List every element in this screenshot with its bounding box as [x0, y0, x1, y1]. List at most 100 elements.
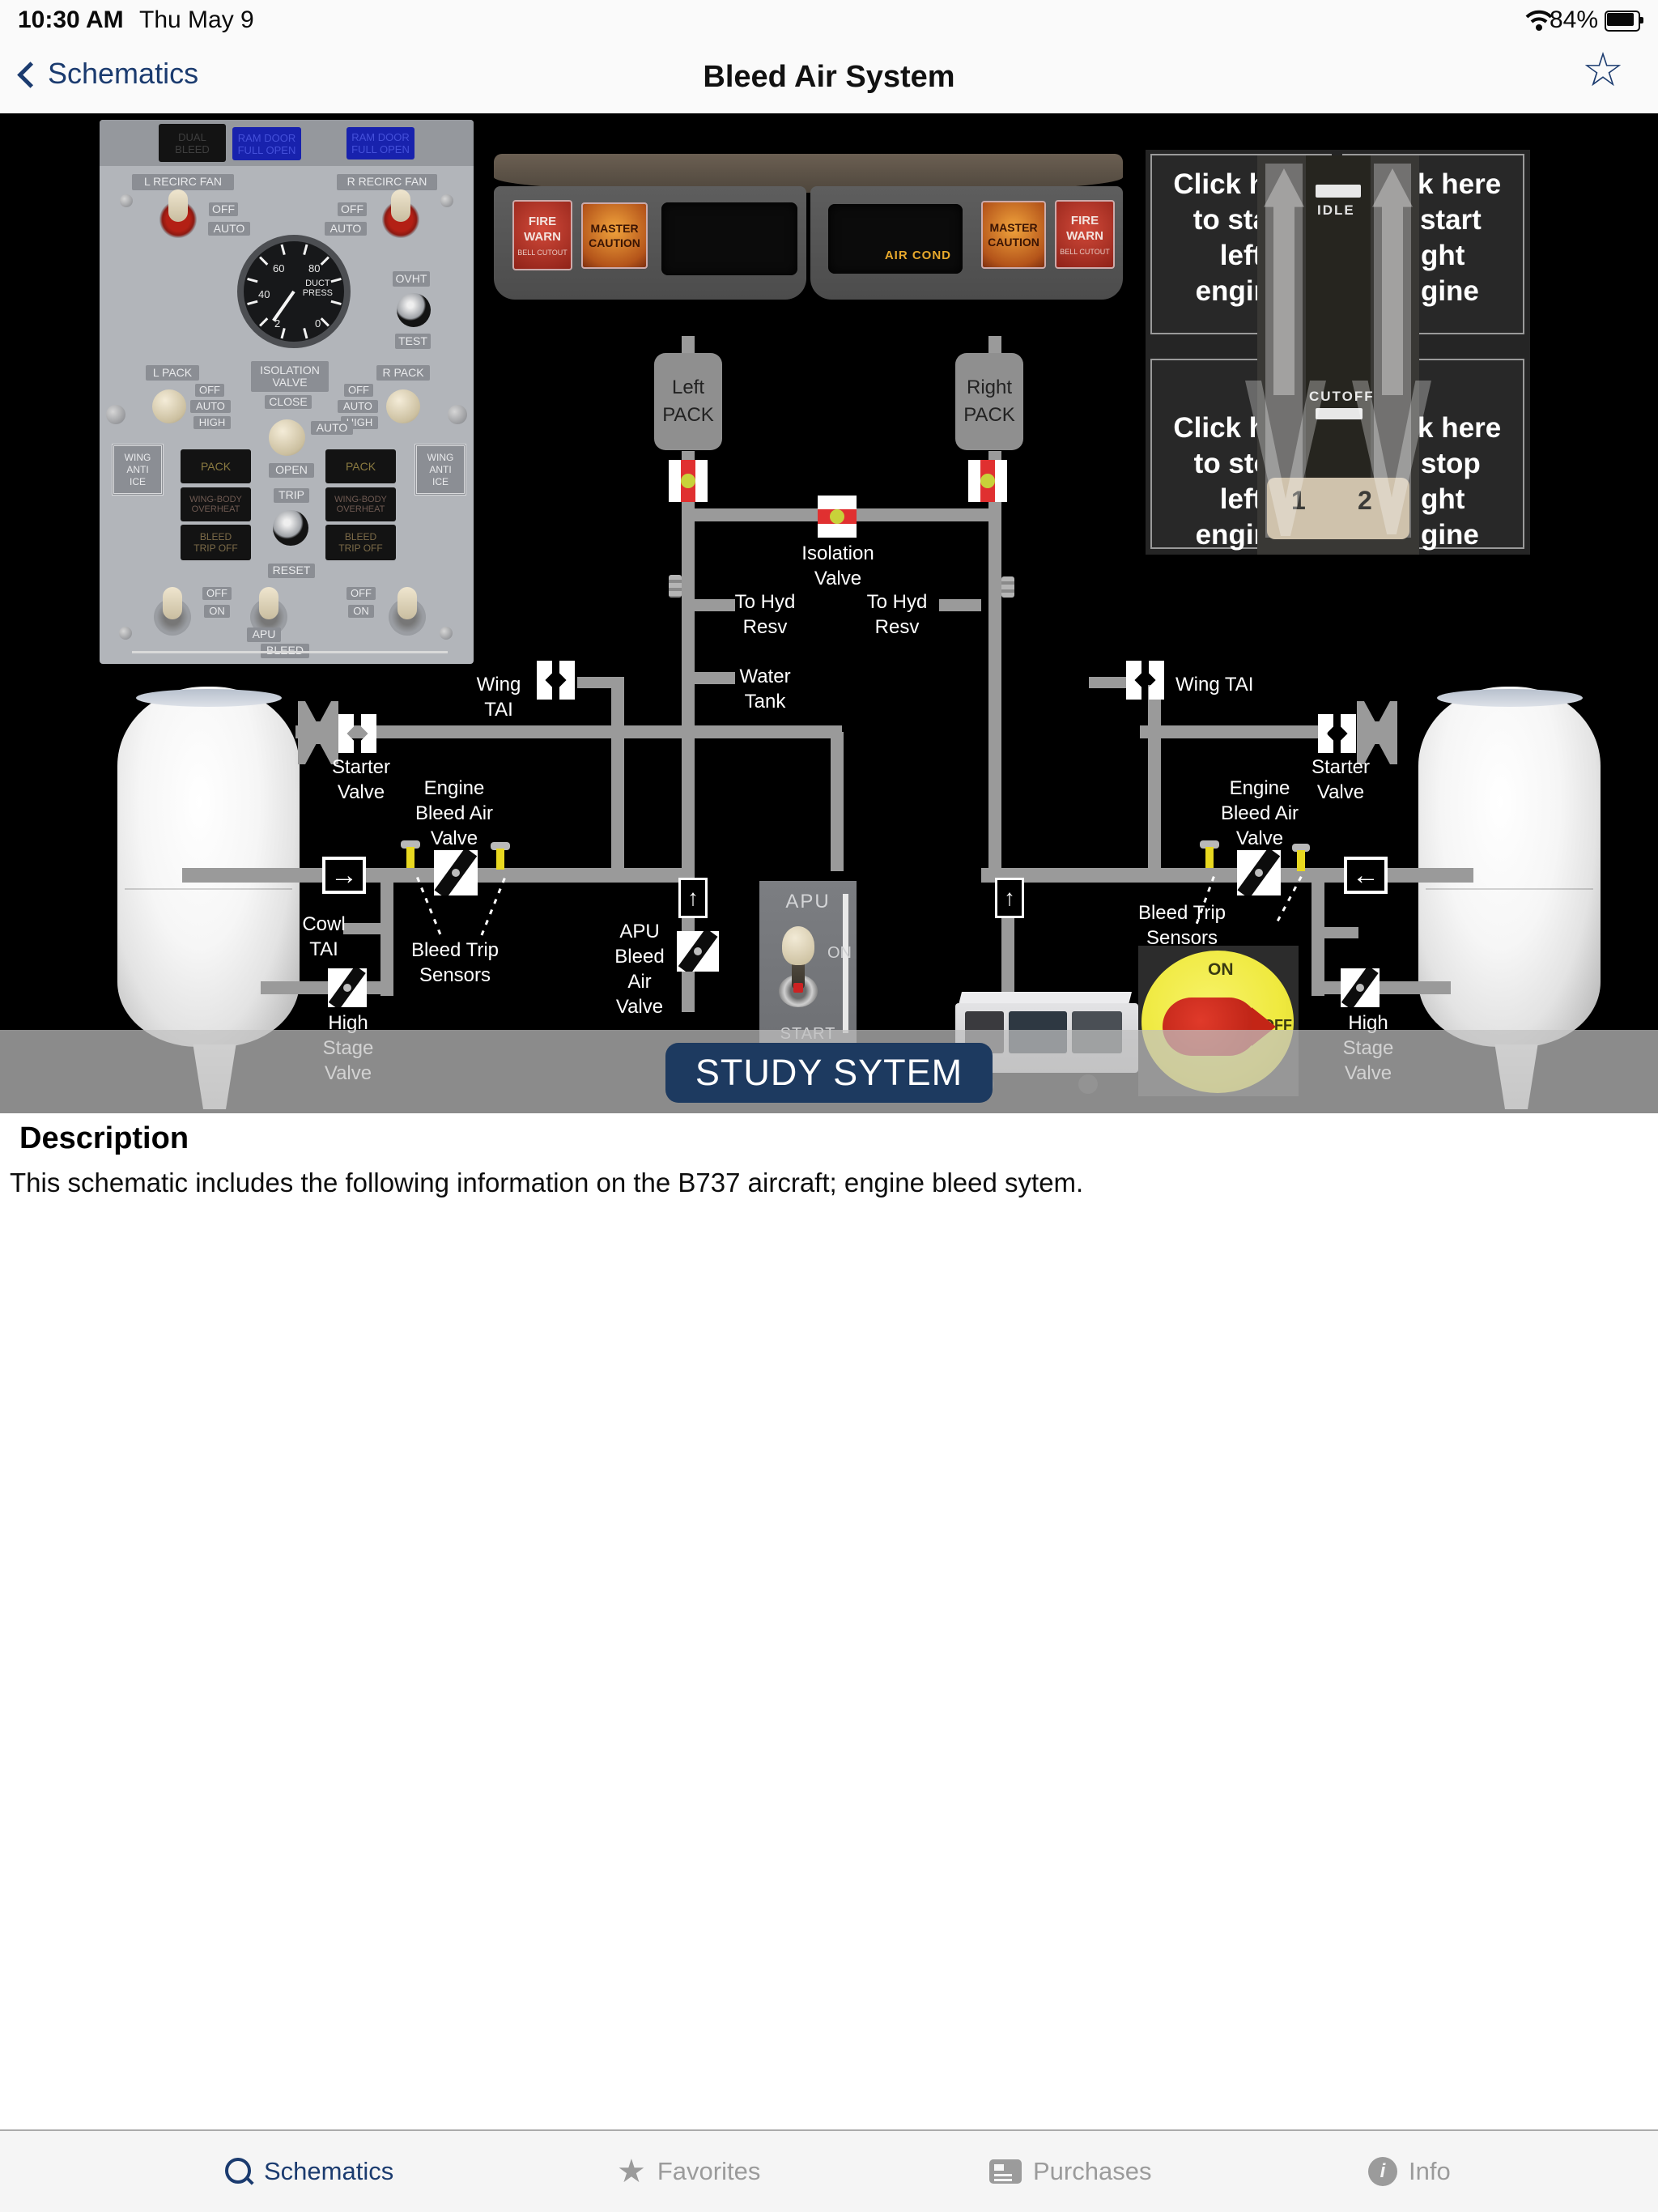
pipe-segment — [1323, 981, 1344, 994]
overhead-bleed-panel: DUAL BLEED RAM DOOR FULL OPEN RAM DOOR F… — [100, 120, 474, 664]
bleed-trip-sensor — [491, 842, 510, 873]
quadrant-center-column — [1306, 155, 1371, 504]
screw — [120, 194, 133, 207]
right-main-duct-vertical — [988, 500, 1001, 883]
l-pack-selector — [152, 389, 186, 423]
thrust-quadrant: IDLE CUTOFF 1 2 — [1245, 155, 1431, 555]
tab-label: Info — [1409, 2157, 1451, 2185]
hyd-stub-right — [939, 599, 981, 611]
pipe-fitting — [1001, 576, 1014, 598]
left-starter-riser — [831, 732, 844, 871]
off-label: OFF — [202, 587, 232, 600]
schematic-stage: DUAL BLEED RAM DOOR FULL OPEN RAM DOOR F… — [0, 113, 1658, 1113]
tab-favorites[interactable]: ★ Favorites — [617, 2131, 760, 2212]
auto-label: AUTO — [311, 421, 353, 435]
apu-on-label: ON — [827, 944, 852, 962]
thrust-lever-1-track — [1265, 164, 1303, 538]
apu-panel-line — [843, 894, 848, 1033]
favorite-star-icon[interactable]: ☆ — [1582, 44, 1624, 96]
apu-bleed-air-valve-symbol — [677, 931, 719, 972]
trip-reset-button — [273, 510, 308, 546]
off-label: OFF — [338, 202, 367, 216]
r-recirc-fan-switch — [380, 189, 423, 240]
gauge-80: 80 — [308, 262, 321, 274]
bleed-trip-sensor — [401, 840, 420, 873]
left-high-stage-valve-symbol — [328, 968, 367, 1007]
l-bleed-switch — [152, 587, 194, 637]
wifi-icon — [1525, 10, 1553, 31]
dual-bleed-annunciator: DUAL BLEED — [159, 124, 226, 162]
right-high-stage-line — [1376, 981, 1451, 994]
cowl-tai-branch — [343, 923, 384, 934]
isolation-selector — [269, 419, 305, 456]
pipe-segment — [364, 981, 387, 994]
right-wing-tai-line — [1089, 677, 1133, 688]
screw — [440, 194, 453, 207]
apu-check-valve-up: ↑ — [678, 878, 708, 918]
sensor-pointer-line — [479, 878, 506, 938]
high-label: HIGH — [193, 416, 231, 429]
wing-body-overheat-left: WING-BODY OVERHEAT — [181, 487, 251, 521]
tab-label: Purchases — [1033, 2157, 1152, 2185]
l-recirc-fan-switch — [158, 189, 200, 240]
ram-door-line1: RAM DOOR — [237, 131, 296, 144]
gauge-20: 2 — [274, 317, 281, 330]
left-engine-bleed-valve — [434, 850, 478, 895]
off-label: OFF — [209, 202, 238, 216]
tab-label: Schematics — [264, 2157, 394, 2185]
apu-switch-panel: APU ON START — [759, 881, 857, 1044]
pack-annunciator-right: PACK — [325, 449, 396, 483]
test-label: TEST — [395, 334, 431, 349]
tab-purchases[interactable]: Purchases — [989, 2131, 1151, 2212]
wing-tai-label-right: Wing TAI — [1175, 674, 1254, 696]
trip-label: TRIP — [274, 488, 309, 503]
pipe-segment — [988, 336, 1001, 353]
tab-label: Favorites — [657, 2157, 761, 2185]
back-label: Schematics — [48, 57, 199, 90]
auto-label: AUTO — [190, 400, 231, 413]
auto-label: AUTO — [325, 222, 367, 236]
right-high-stage-valve-symbol — [1341, 968, 1380, 1007]
tab-info[interactable]: i Info — [1368, 2131, 1451, 2212]
right-starter-line — [1140, 725, 1328, 738]
screw — [106, 405, 125, 424]
left-pack-valve — [669, 460, 708, 502]
right-high-stage-drop — [1312, 883, 1324, 996]
quadrant-base — [1267, 478, 1409, 539]
auto-label: AUTO — [208, 222, 250, 236]
idle-plate — [1316, 185, 1361, 198]
tab-bar: Schematics ★ Favorites Purchases i Info — [0, 2129, 1658, 2212]
air-cond-annunciation: AIR COND — [884, 249, 951, 262]
bleed-trip-off-right: BLEED TRIP OFF — [325, 525, 396, 560]
right-starter-valve-symbol — [1318, 714, 1358, 753]
off-label: OFF — [195, 384, 224, 397]
right-flow-arrow-box: ← — [1344, 857, 1388, 894]
r-bleed-switch — [387, 587, 429, 637]
right-engine-bleed-valve — [1237, 850, 1281, 895]
thrust-lever-2-track — [1374, 164, 1411, 538]
ram-door-annunciator-left: RAM DOOR FULL OPEN — [232, 127, 301, 160]
apu-start-switch — [776, 926, 821, 1010]
description-heading: Description — [19, 1121, 189, 1155]
knob-on-label: ON — [1208, 960, 1234, 979]
lever-1-number: 1 — [1291, 486, 1306, 515]
idle-label: IDLE — [1317, 202, 1355, 218]
open-label: OPEN — [269, 463, 314, 478]
dual-bleed-line1: DUAL — [178, 130, 206, 143]
study-system-button[interactable]: STUDY SYTEM — [665, 1043, 993, 1103]
off-label: OFF — [344, 384, 373, 397]
tab-schematics[interactable]: Schematics — [225, 2131, 393, 2212]
back-button[interactable]: Schematics — [17, 57, 199, 91]
